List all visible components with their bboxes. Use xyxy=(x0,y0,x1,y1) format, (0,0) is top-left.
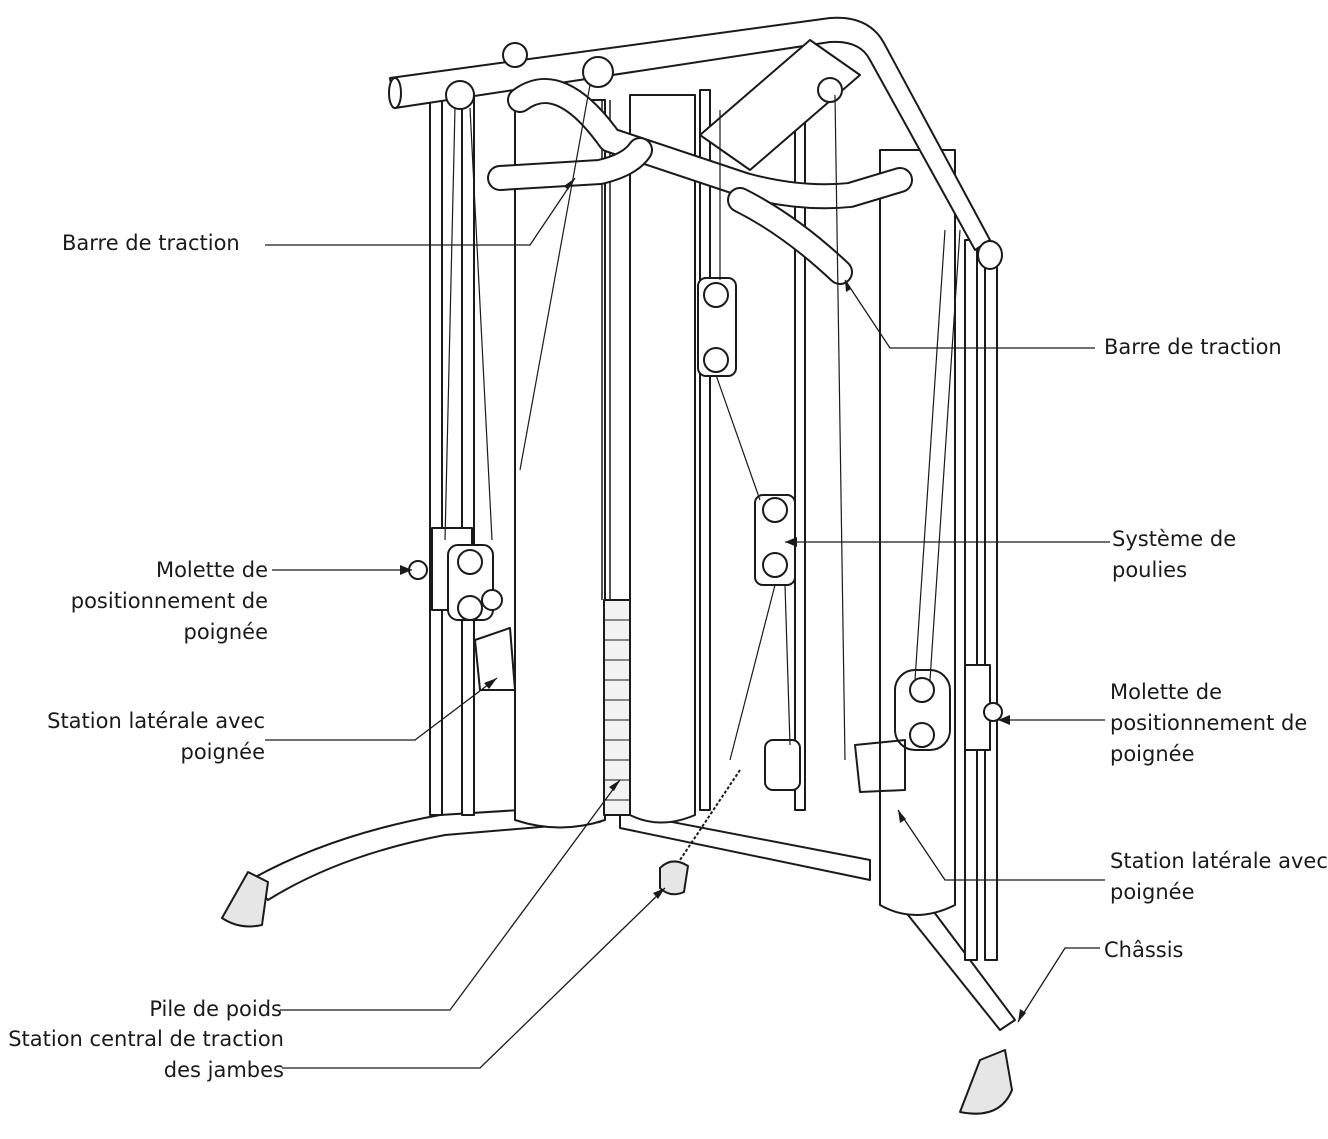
label-pulley-system: Système de poulies xyxy=(1112,524,1236,586)
label-pullup-bar-right: Barre de traction xyxy=(1104,332,1282,363)
top-frame xyxy=(388,16,1003,285)
label-knob-left: Molette de positionnement de poignée xyxy=(71,555,268,648)
label-line: Pile de poids xyxy=(149,997,282,1021)
label-line: poignée xyxy=(1110,742,1195,766)
label-line: poignée xyxy=(180,740,266,764)
label-line: poignée xyxy=(183,620,269,644)
label-knob-right: Molette de positionnement de poignée xyxy=(1110,677,1307,770)
label-line: des jambes xyxy=(163,1058,284,1082)
left-column xyxy=(408,84,516,816)
label-side-station-right: Station latérale avec poignée xyxy=(1110,846,1328,908)
label-side-station-left: Station latérale avec poignée xyxy=(47,706,265,768)
label-line: poignée xyxy=(1110,880,1195,904)
pulley-columns xyxy=(659,69,806,896)
cables xyxy=(444,84,961,761)
weight-tower xyxy=(514,94,696,829)
label-line: Châssis xyxy=(1104,938,1184,962)
right-column xyxy=(854,149,1003,961)
leader-lines xyxy=(265,177,1110,1069)
label-leg-station: Station central de traction des jambes xyxy=(8,1024,284,1086)
label-frame: Châssis xyxy=(1104,935,1184,966)
label-line: Barre de traction xyxy=(62,231,240,255)
label-pullup-bar-left: Barre de traction xyxy=(62,228,240,259)
label-line: positionnement de xyxy=(1110,711,1308,735)
label-line: Station latérale avec xyxy=(47,709,265,733)
label-line: Barre de traction xyxy=(1104,335,1282,359)
label-line: Molette de xyxy=(1110,680,1223,704)
label-line: poulies xyxy=(1112,558,1188,582)
label-line: Molette de xyxy=(155,558,268,582)
base-frame xyxy=(221,804,1016,1115)
label-weight-stack: Pile de poids xyxy=(149,994,282,1025)
label-line: positionnement de xyxy=(70,589,268,613)
label-line: Station central de traction xyxy=(8,1027,284,1051)
label-line: Système de xyxy=(1112,527,1237,551)
leader-arrowheads xyxy=(400,178,1026,1022)
label-line: Station latérale avec xyxy=(1110,849,1328,873)
